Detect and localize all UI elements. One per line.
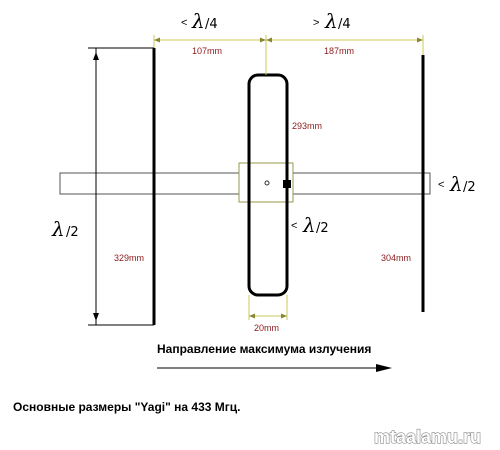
lambda-symbol: λ xyxy=(324,9,338,33)
lambda-fraction: /2 xyxy=(316,221,329,236)
arrow-tip xyxy=(260,37,266,43)
arrow-tip xyxy=(249,313,255,319)
lambda-symbol: λ xyxy=(302,213,316,237)
arrow-tip xyxy=(281,313,287,319)
watermark: mtaalamu.ru xyxy=(374,427,481,447)
center-hole xyxy=(264,180,270,186)
dipole-height-label: 293mm xyxy=(292,121,322,131)
director-length-label: 329mm xyxy=(114,253,144,263)
caption: Основные размеры "Yagi" на 433 Мгц. xyxy=(13,400,240,414)
lambda-label-top-left: < λ /4 xyxy=(181,9,218,33)
arrow-tip xyxy=(154,37,160,43)
direction-arrowhead xyxy=(376,364,392,372)
arrow-tip xyxy=(93,52,99,60)
arrow-tip xyxy=(266,37,272,43)
comparison-sign: < xyxy=(181,17,187,29)
feed-point xyxy=(283,180,291,188)
lambda-fraction: /4 xyxy=(338,17,351,32)
lambda-symbol: λ xyxy=(51,217,65,241)
comparison-sign: < xyxy=(438,179,444,191)
reflector-spacing-label: 187mm xyxy=(324,46,354,56)
comparison-sign: > xyxy=(313,17,319,29)
lambda-fraction: /4 xyxy=(205,17,218,32)
lambda-symbol: λ xyxy=(191,9,205,33)
lambda-label-left: λ /2 xyxy=(51,217,79,241)
arrow-tip xyxy=(417,37,423,43)
lambda-label-top-right: > λ /4 xyxy=(313,9,351,33)
reflector-length-label: 304mm xyxy=(381,253,411,263)
lambda-fraction: /2 xyxy=(463,180,476,195)
lambda-label-center: < λ /2 xyxy=(291,213,329,237)
lambda-label-right: < λ /2 xyxy=(438,172,476,196)
comparison-sign: < xyxy=(291,220,297,232)
lambda-fraction: /2 xyxy=(66,225,79,240)
direction-label: Направление максимума излучения xyxy=(157,342,371,356)
lambda-symbol: λ xyxy=(449,172,463,196)
director-spacing-label: 107mm xyxy=(192,46,222,56)
dipole-width-label: 20mm xyxy=(254,323,279,333)
arrow-tip xyxy=(93,313,99,321)
